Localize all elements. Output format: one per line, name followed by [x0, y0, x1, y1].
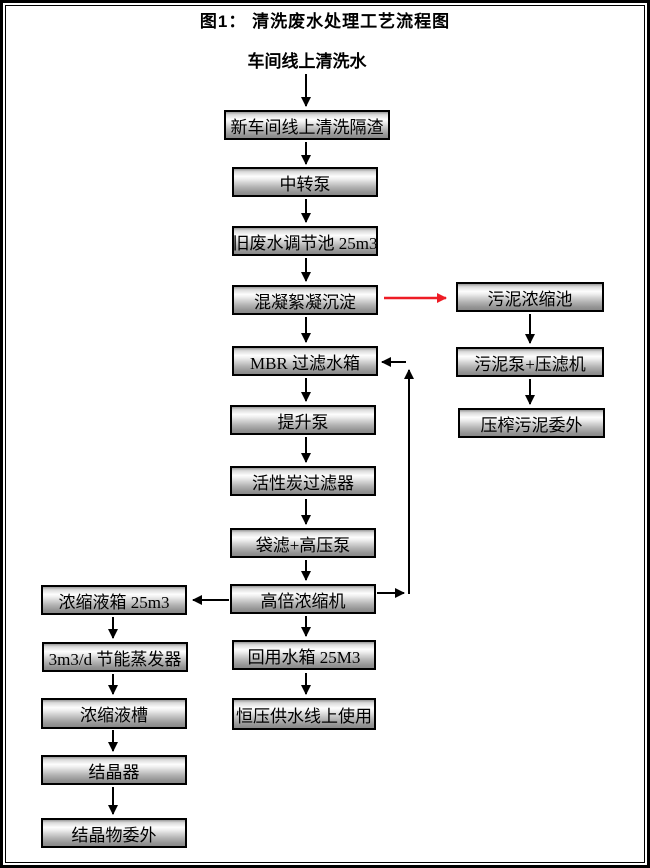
source-water-label: 车间线上清洗水 — [247, 52, 367, 71]
node-high-ratio-concentrator: 高倍浓缩机 — [230, 584, 376, 614]
node-sludge-pump-filter-press: 污泥泵+压滤机 — [456, 347, 604, 377]
node-crystal-outsource: 结晶物委外 — [41, 818, 187, 848]
node-sludge-thickening-tank: 污泥浓缩池 — [456, 282, 604, 312]
node-mbr-filter-tank: MBR 过滤水箱 — [232, 346, 378, 376]
node-new-line-wash-screening: 新车间线上清洗隔渣 — [224, 110, 390, 140]
node-activated-carbon-filter: 活性炭过滤器 — [230, 466, 376, 496]
node-transfer-pump: 中转泵 — [232, 167, 378, 197]
node-concentrate-trough: 浓缩液槽 — [41, 698, 187, 729]
page-border-inner — [5, 5, 645, 863]
node-lift-pump: 提升泵 — [230, 405, 376, 435]
node-coagulation-sedimentation: 混凝絮凝沉淀 — [232, 285, 378, 315]
node-bag-filter-high-pressure-pump: 袋滤+高压泵 — [230, 528, 376, 558]
figure-title: 图1： 清洗废水处理工艺流程图 — [199, 12, 451, 31]
node-constant-pressure-supply: 恒压供水线上使用 — [232, 698, 376, 730]
node-reuse-water-tank: 回用水箱 25M3 — [232, 640, 376, 670]
node-concentrate-tank: 浓缩液箱 25m3 — [41, 585, 187, 615]
node-evaporator: 3m3/d 节能蒸发器 — [42, 642, 188, 672]
node-old-wastewater-adjust-tank: 旧废水调节池 25m3 — [232, 226, 378, 256]
node-pressed-sludge-outsource: 压榨污泥委外 — [458, 408, 605, 438]
node-crystallizer: 结晶器 — [41, 755, 187, 785]
